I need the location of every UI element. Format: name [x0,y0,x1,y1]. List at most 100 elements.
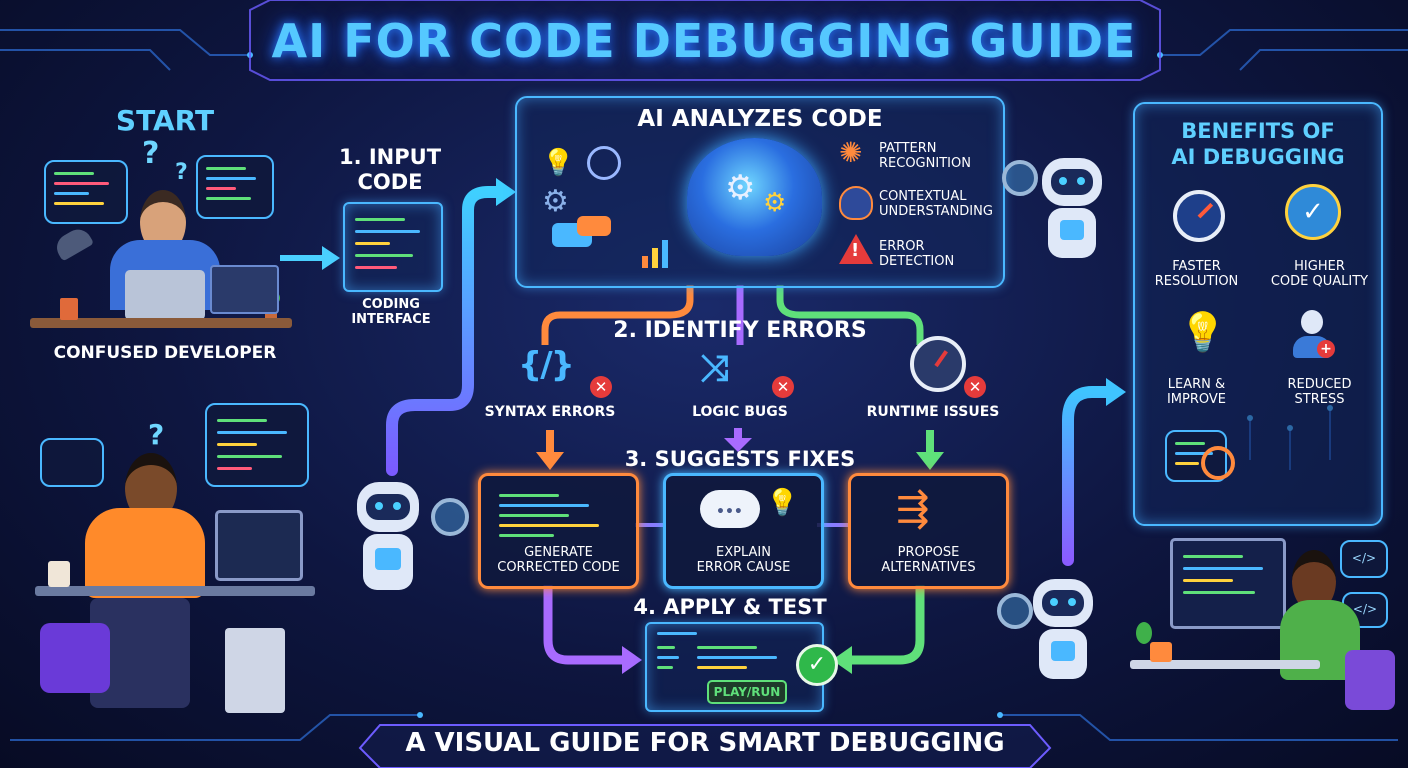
step1-heading: 1. INPUT CODE [330,145,450,195]
x-circle-icon: ✕ [772,376,794,398]
desk [35,586,315,596]
apply-test-window: PLAY/RUN [645,622,824,712]
fix-card-explain: ••• 💡 EXPLAIN ERROR CAUSE [663,473,824,589]
lightbulb-icon: 💡 [766,488,799,518]
code-window [205,403,309,487]
lightbulb-icon: 💡 [1179,310,1227,354]
fix-card-propose: ⇶ PROPOSE ALTERNATIVES [848,473,1009,589]
robot-icon [995,575,1115,705]
x-circle-icon: ✕ [590,376,612,398]
benefit-line2: RESOLUTION [1154,273,1239,289]
question-icon: ? [175,160,188,185]
benefit-line2: IMPROVE [1166,391,1227,407]
brain-gears-icon: ⚙ ⚙ [687,138,822,256]
desktop-monitor [1170,538,1286,629]
magnifier-icon [997,593,1033,629]
badge-check-icon: ✓ [1285,184,1341,240]
fix-label: PROPOSE ALTERNATIVES [851,545,1006,576]
analysis-item-pattern: PATTERN RECOGNITION [879,141,999,172]
desk [1130,660,1320,669]
robot-icon [1002,150,1115,280]
fix-label-line2: ERROR CAUSE [696,559,791,575]
fix-label-line2: ALTERNATIVES [881,559,976,575]
magnifier-icon [431,498,469,536]
coffee-cup-icon [60,298,78,320]
curly-code-icon: {/} [518,345,575,385]
coding-interface-window [343,202,443,292]
page-title: AI FOR CODE DEBUGGING GUIDE [271,14,1137,68]
benefit-quality: HIGHER CODE QUALITY [1258,259,1381,290]
step1-heading-line1: 1. INPUT [338,145,442,169]
start-heading: START [115,104,215,137]
error-runtime: RUNTIME ISSUES [866,404,1000,420]
working-developer-scene: </> </> [1130,530,1400,720]
benefit-learn: LEARN & IMPROVE [1135,377,1258,408]
step1-caption: CODING INTERFACE [330,297,452,328]
fix-label-line2: CORRECTED CODE [497,559,620,575]
pattern-icon: ✺ [839,136,863,169]
gear-icon: ⚙ [542,184,569,219]
plant-icon [1136,622,1152,644]
check-circle-icon: ✓ [796,644,838,686]
question-icon: ? [148,418,165,451]
monitor-desk [210,265,279,314]
benefit-line1: HIGHER [1294,259,1345,274]
analysis-item-line1: PATTERN [879,141,937,156]
chair [1345,650,1395,710]
laptop-icon [125,270,205,320]
benefit-line2: CODE QUALITY [1270,273,1369,289]
analysis-item-error: ERROR DETECTION [879,239,999,270]
benefit-line1: FASTER [1172,259,1221,274]
step1-caption-line1: CODING [362,297,420,312]
bar-chart-icon [642,238,678,268]
robot-icon [345,478,469,618]
error-syntax: SYNTAX ERRORS [484,404,616,420]
analysis-item-line2: DETECTION [879,253,955,269]
benefit-line1: REDUCED [1287,377,1352,392]
analysis-item-line2: UNDERSTANDING [879,203,993,219]
lamp-icon [51,224,95,262]
magnifier-icon [1002,160,1038,196]
footer-caption: A VISUAL GUIDE FOR SMART DEBUGGING [405,728,1005,758]
benefit-faster: FASTER RESOLUTION [1135,259,1258,290]
chair [40,623,110,693]
split-arrow-icon: ⇶ [896,486,930,532]
stopwatch-icon [910,336,966,392]
confused-developer-scene: ? ? [30,136,305,340]
step1-heading-line2: CODE [357,170,423,195]
code-window-small [40,438,104,487]
gear-icon: ⚙ [725,168,756,208]
shuffle-icon: ⤨ [700,348,729,389]
step4-heading: 4. APPLY & TEST [633,595,827,619]
benefit-line2: STRESS [1294,391,1345,407]
robot-body [1048,208,1096,258]
play-run-button[interactable]: PLAY/RUN [707,680,787,704]
chat-bubble-icon [577,216,611,236]
analysis-item-contextual: CONTEXTUAL UNDERSTANDING [879,189,1003,220]
analysis-panel: AI ANALYZES CODE 💡 ⚙ ⚙ ⚙ ✺ PATTERN RECOG… [515,96,1005,288]
robot-head [1033,579,1093,627]
monitor-left [44,160,128,224]
magnifier-icon [1201,446,1235,480]
robot-body [363,534,413,590]
thought-cloud-icon: ••• [700,490,760,528]
code-tag-icon: </> [1340,540,1388,578]
warning-icon [839,234,873,264]
benefits-panel: BENEFITS OF AI DEBUGGING ✓ FASTER RESOLU… [1133,102,1383,526]
stopwatch-icon [1173,190,1225,242]
analysis-heading: AI ANALYZES CODE [637,106,883,132]
robot-body [1039,629,1087,679]
mug-icon [1150,642,1172,662]
desk [30,318,292,328]
fix-card-generate: GENERATE CORRECTED CODE [478,473,639,589]
gear-icon: ⚙ [763,188,787,218]
fix-label-line1: EXPLAIN [716,545,771,560]
focused-developer-scene: ? [30,398,320,718]
step1-caption-line2: INTERFACE [351,311,431,327]
x-circle-icon: ✕ [964,376,986,398]
lightbulb-icon: 💡 [542,148,575,178]
question-icon: ? [142,136,160,171]
warning-mark: ! [851,240,860,261]
robot-head [1042,158,1102,206]
benefits-heading-line1: BENEFITS OF [1181,119,1335,143]
